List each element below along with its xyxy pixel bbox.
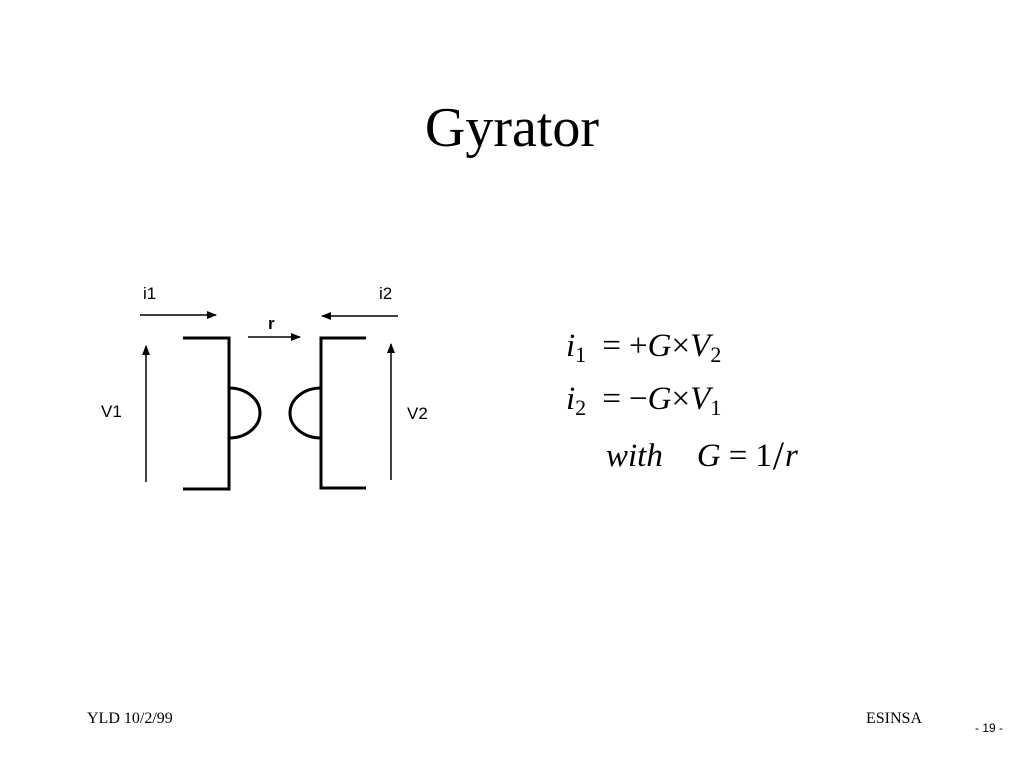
eq3-slash: /	[772, 433, 784, 478]
r-label: r	[268, 314, 275, 333]
eq3-g: G	[696, 438, 721, 474]
equation-i2: i2 =−G×V1	[566, 381, 721, 419]
eq1-v-sub: 2	[710, 342, 722, 367]
eq3-one: 1	[755, 438, 772, 474]
eq2-lhs-sub: 2	[575, 395, 587, 420]
eq2-equals: =	[602, 381, 622, 417]
eq2-v-sub: 1	[710, 395, 722, 420]
eq1-lhs-sub: 1	[575, 342, 587, 367]
equation-g-definition: with G=1/r	[606, 436, 798, 476]
eq1-sign: +	[629, 328, 648, 364]
v1-label: V1	[101, 402, 122, 421]
eq3-equals: =	[728, 438, 748, 474]
eq3-with: with	[606, 438, 663, 474]
right-bracket	[319, 336, 366, 490]
eq1-v: V	[690, 328, 711, 364]
i1-label: i1	[143, 284, 156, 303]
eq2-sign: −	[629, 381, 648, 417]
left-semicircle	[228, 386, 262, 440]
eq1-times: ×	[671, 328, 691, 364]
footer-organization: ESINSA	[866, 710, 923, 727]
eq3-r: r	[784, 438, 798, 474]
eq2-v: V	[690, 381, 711, 417]
eq2-g: G	[647, 381, 672, 417]
eq2-lhs: i	[566, 381, 576, 417]
v2-label: V2	[407, 404, 428, 423]
page-number: - 19 -	[975, 721, 1004, 735]
i2-label: i2	[379, 284, 392, 303]
right-semicircle	[288, 386, 322, 440]
left-bracket	[183, 336, 231, 491]
equation-i1: i1 =+G×V2	[566, 328, 721, 366]
slide-title: Gyrator	[424, 97, 600, 159]
footer-author-date: YLD 10/2/99	[87, 710, 173, 727]
eq1-lhs: i	[566, 328, 576, 364]
eq2-times: ×	[671, 381, 691, 417]
eq1-g: G	[647, 328, 672, 364]
eq1-equals: =	[602, 328, 622, 364]
